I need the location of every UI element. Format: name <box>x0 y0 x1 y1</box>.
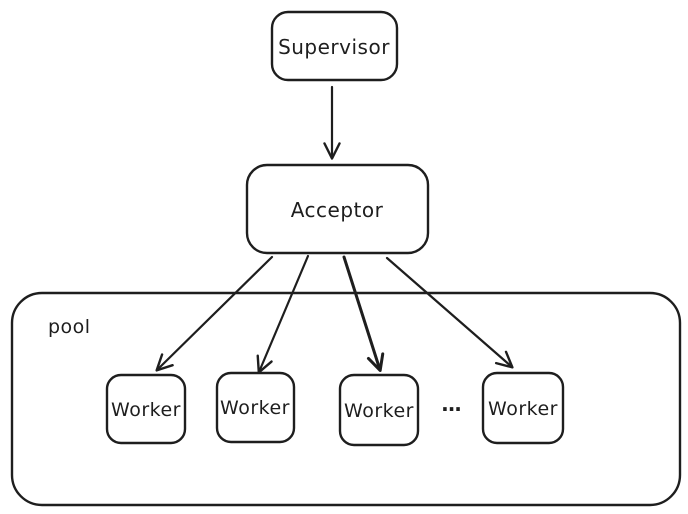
worker4-box <box>481 371 565 445</box>
acceptor-label: Acceptor <box>291 198 384 222</box>
pool-box <box>10 291 682 507</box>
worker1-box <box>105 373 187 445</box>
edge-acceptor-worker2 <box>256 254 310 374</box>
edge-acceptor-worker3 <box>342 255 385 372</box>
node-worker-4: Worker <box>481 371 565 445</box>
worker4-label: Worker <box>488 398 558 420</box>
node-worker-1: Worker <box>105 373 187 445</box>
worker2-label: Worker <box>220 397 290 419</box>
worker2-box <box>215 371 296 444</box>
node-worker-3: Worker <box>338 373 420 447</box>
node-worker-2: Worker <box>215 371 296 444</box>
node-supervisor: Supervisor <box>270 10 399 82</box>
worker1-label: Worker <box>111 399 181 421</box>
acceptor-box <box>245 163 430 255</box>
worker3-label: Worker <box>344 400 414 422</box>
edge-acceptor-worker1 <box>155 255 274 372</box>
worker3-box <box>338 373 420 447</box>
pool-container: pool <box>10 291 682 507</box>
node-acceptor: Acceptor <box>245 163 430 255</box>
ellipsis-label: ... <box>441 392 461 416</box>
supervisor-box <box>270 10 399 82</box>
pool-label: pool <box>48 316 91 338</box>
supervisor-label: Supervisor <box>278 35 390 59</box>
edges <box>155 85 514 374</box>
edge-acceptor-worker4 <box>385 256 514 369</box>
